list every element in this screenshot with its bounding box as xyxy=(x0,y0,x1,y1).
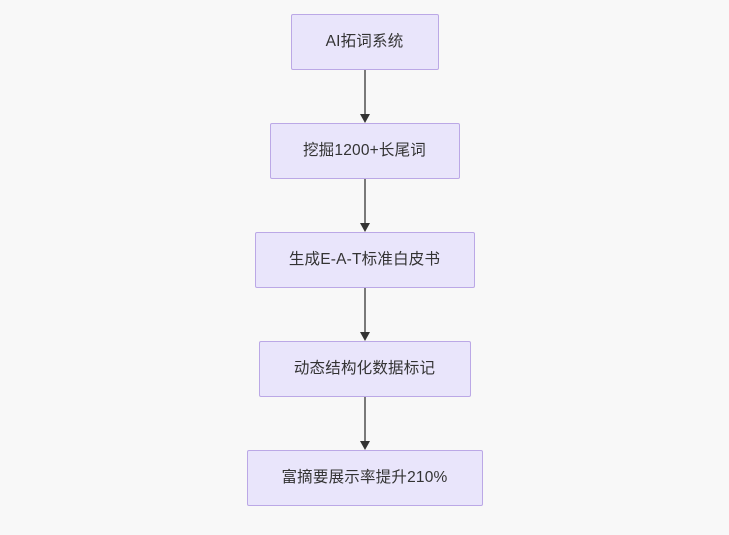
flowchart-edge-2 xyxy=(358,179,372,232)
flowchart-node-3-label: 生成E-A-T标准白皮书 xyxy=(288,251,441,269)
flowchart-node-3[interactable]: 生成E-A-T标准白皮书 xyxy=(254,232,475,288)
down-arrow-icon xyxy=(359,223,370,232)
flowchart-edge-1 xyxy=(358,70,372,123)
flowchart-node-1-label: AI拓词系统 xyxy=(325,33,404,51)
edge-line xyxy=(363,179,366,224)
flowchart-node-4[interactable]: 动态结构化数据标记 xyxy=(258,341,471,397)
edge-line xyxy=(363,288,366,333)
flowchart-node-5[interactable]: 富摘要展示率提升210% xyxy=(246,450,483,506)
edge-line xyxy=(363,70,366,115)
flowchart-node-2[interactable]: 挖掘1200+长尾词 xyxy=(269,123,460,179)
down-arrow-icon xyxy=(359,114,370,123)
flowchart-edge-4 xyxy=(358,397,372,450)
flowchart-node-4-label: 动态结构化数据标记 xyxy=(293,360,436,378)
edge-line xyxy=(363,397,366,442)
flowchart-node-1[interactable]: AI拓词系统 xyxy=(290,14,439,70)
down-arrow-icon xyxy=(359,332,370,341)
down-arrow-icon xyxy=(359,441,370,450)
flowchart-edge-3 xyxy=(358,288,372,341)
flowchart-node-5-label: 富摘要展示率提升210% xyxy=(281,469,448,487)
flowchart-node-2-label: 挖掘1200+长尾词 xyxy=(302,142,427,160)
